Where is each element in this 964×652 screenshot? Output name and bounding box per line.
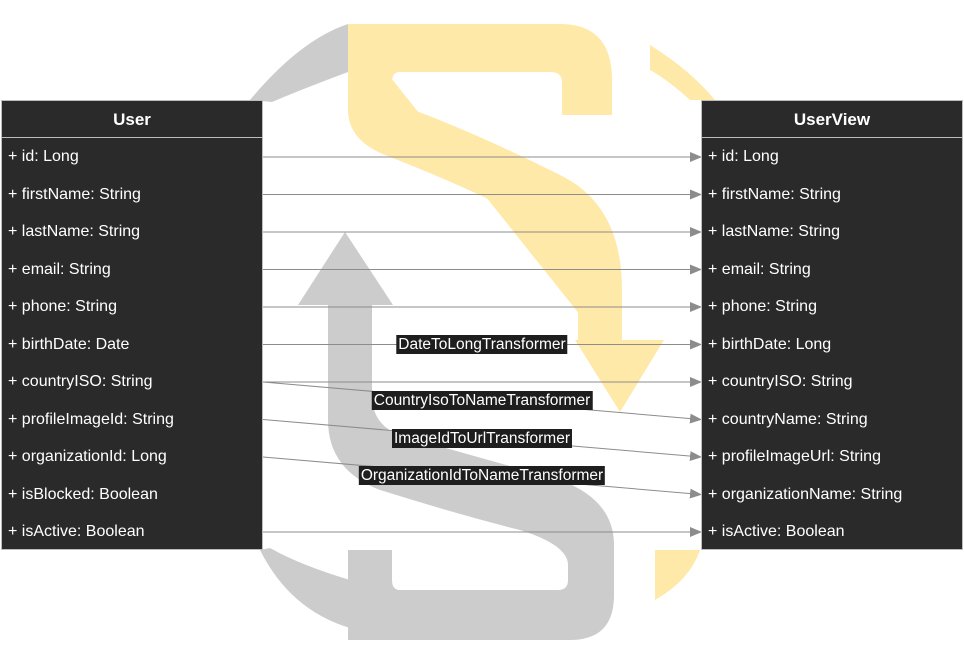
user-class-title: User xyxy=(2,101,262,138)
logo-gray-ring-top xyxy=(250,24,348,102)
user-attr-id[interactable]: + id: Long xyxy=(8,148,79,165)
user-attr-phone[interactable]: + phone: String xyxy=(8,298,117,315)
logo-yellow-s-body xyxy=(348,24,622,345)
logo-yellow-ring-bottom xyxy=(655,550,700,600)
userview-attr-isactive[interactable]: + isActive: Boolean xyxy=(708,523,845,540)
user-attr-organizationid[interactable]: + organizationId: Long xyxy=(8,448,167,465)
user-attr-profileimageid[interactable]: + profileImageId: String xyxy=(8,410,174,428)
userview-attr-lastname[interactable]: + lastName: String xyxy=(708,223,841,240)
user-class-box[interactable]: User + id: Long + firstName: String + la… xyxy=(1,100,263,550)
user-attr-lastname[interactable]: + lastName: String xyxy=(8,223,141,240)
logo-yellow-ring-top xyxy=(650,45,715,100)
transformer-label-date-to-long[interactable]: DateToLongTransformer xyxy=(396,335,568,354)
transformer-label-countryiso-to-name[interactable]: CountryIsoToNameTransformer xyxy=(371,391,593,410)
user-attr-email[interactable]: + email: String xyxy=(8,260,111,278)
userview-attr-countryname[interactable]: + countryName: String xyxy=(708,410,868,428)
user-attribute-list: + id: Long + firstName: String + lastNam… xyxy=(2,138,262,551)
user-attr-birthdate[interactable]: + birthDate: Date xyxy=(8,335,130,353)
user-attr-isactive[interactable]: + isActive: Boolean xyxy=(8,523,145,540)
user-attr-countryiso[interactable]: + countryISO: String xyxy=(8,373,153,390)
userview-attr-profileimageurl[interactable]: + profileImageUrl: String xyxy=(708,448,881,465)
userview-attribute-list: + id: Long + firstName: String + lastNam… xyxy=(702,138,962,551)
userview-attr-phone[interactable]: + phone: String xyxy=(708,298,817,315)
logo-gray-ring-bottom xyxy=(260,548,350,628)
user-attr-isblocked[interactable]: + isBlocked: Boolean xyxy=(8,485,158,503)
userview-class-box[interactable]: UserView + id: Long + firstName: String … xyxy=(701,100,963,550)
transformer-label-organizationid-to-name[interactable]: OrganizationIdToNameTransformer xyxy=(358,466,606,485)
transformer-label-imageid-to-url[interactable]: ImageIdToUrlTransformer xyxy=(391,429,573,448)
logo-gray-arrowhead xyxy=(298,232,393,305)
user-attr-firstname[interactable]: + firstName: String xyxy=(8,185,141,203)
userview-attr-countryiso[interactable]: + countryISO: String xyxy=(708,373,853,390)
userview-attr-email[interactable]: + email: String xyxy=(708,260,811,278)
userview-class-title: UserView xyxy=(702,101,962,138)
userview-attr-birthdate[interactable]: + birthDate: Long xyxy=(708,335,832,353)
userview-attr-firstname[interactable]: + firstName: String xyxy=(708,185,841,203)
userview-attr-organizationname[interactable]: + organizationName: String xyxy=(708,485,903,503)
userview-attr-id[interactable]: + id: Long xyxy=(708,148,779,165)
